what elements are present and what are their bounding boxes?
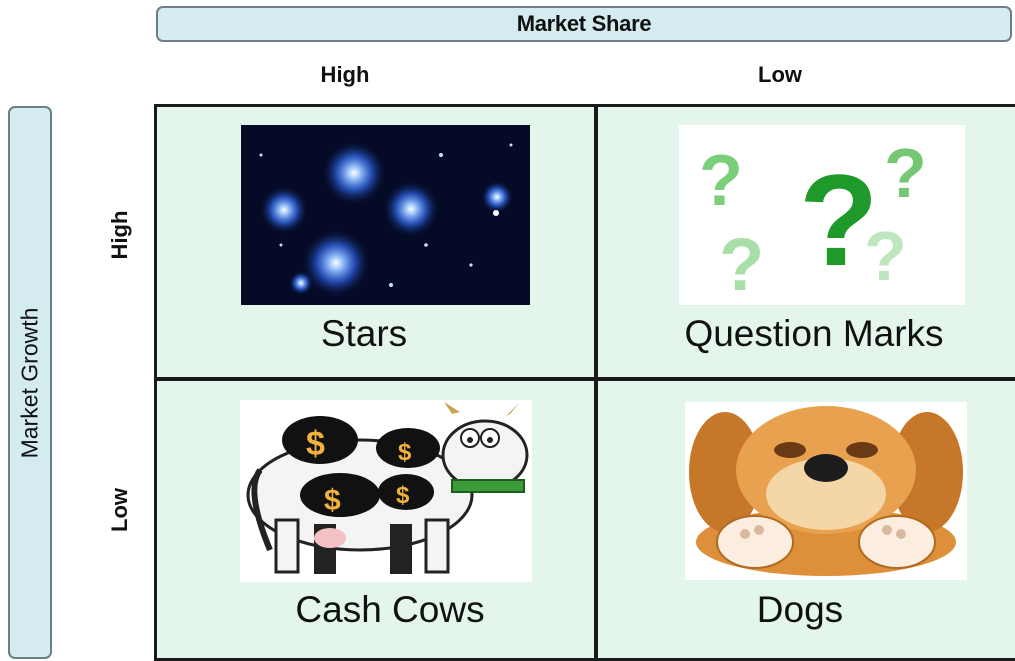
question-marks-image: ? ? ? ? ? xyxy=(679,125,965,305)
column-label-high: High xyxy=(320,62,370,87)
svg-text:?: ? xyxy=(719,223,764,305)
svg-text:?: ? xyxy=(699,141,743,221)
cash-cows-label: Cash Cows xyxy=(295,589,485,630)
svg-text:$: $ xyxy=(306,425,325,463)
market-growth-label: Market Growth xyxy=(16,307,43,458)
svg-text:$: $ xyxy=(398,439,412,466)
star-cluster-image xyxy=(241,125,530,305)
row-label-low: Low xyxy=(107,488,132,532)
dogs-label: Dogs xyxy=(756,589,844,630)
dollar-cow-image: $ $ $ $ xyxy=(240,400,532,582)
question-marks-label: Question Marks xyxy=(684,313,944,354)
market-share-header: Market Share xyxy=(156,6,1012,42)
svg-text:?: ? xyxy=(864,217,907,295)
svg-text:$: $ xyxy=(396,482,410,509)
market-growth-header: Market Growth xyxy=(8,106,52,659)
grid-horizontal-divider xyxy=(154,377,1015,381)
svg-text:?: ? xyxy=(799,147,878,293)
svg-text:?: ? xyxy=(884,134,927,212)
grid-vertical-divider xyxy=(594,104,598,661)
svg-text:$: $ xyxy=(324,484,341,517)
market-share-label: Market Share xyxy=(516,11,652,36)
row-label-high: High xyxy=(107,210,132,260)
stars-label: Stars xyxy=(320,313,408,354)
column-label-low: Low xyxy=(758,62,802,87)
sad-dog-image xyxy=(685,402,967,580)
